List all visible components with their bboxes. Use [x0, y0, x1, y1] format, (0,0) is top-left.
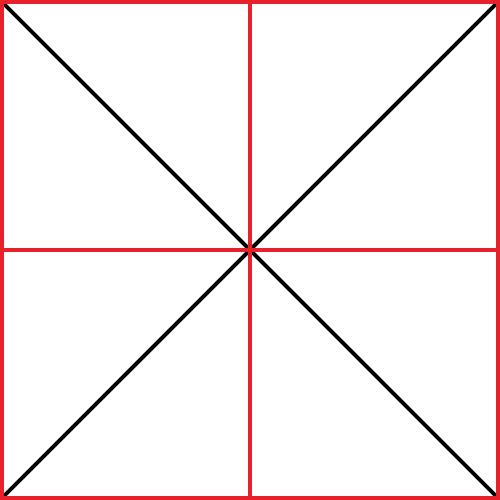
grid-diagram	[0, 0, 500, 500]
outer-border	[0, 0, 500, 500]
